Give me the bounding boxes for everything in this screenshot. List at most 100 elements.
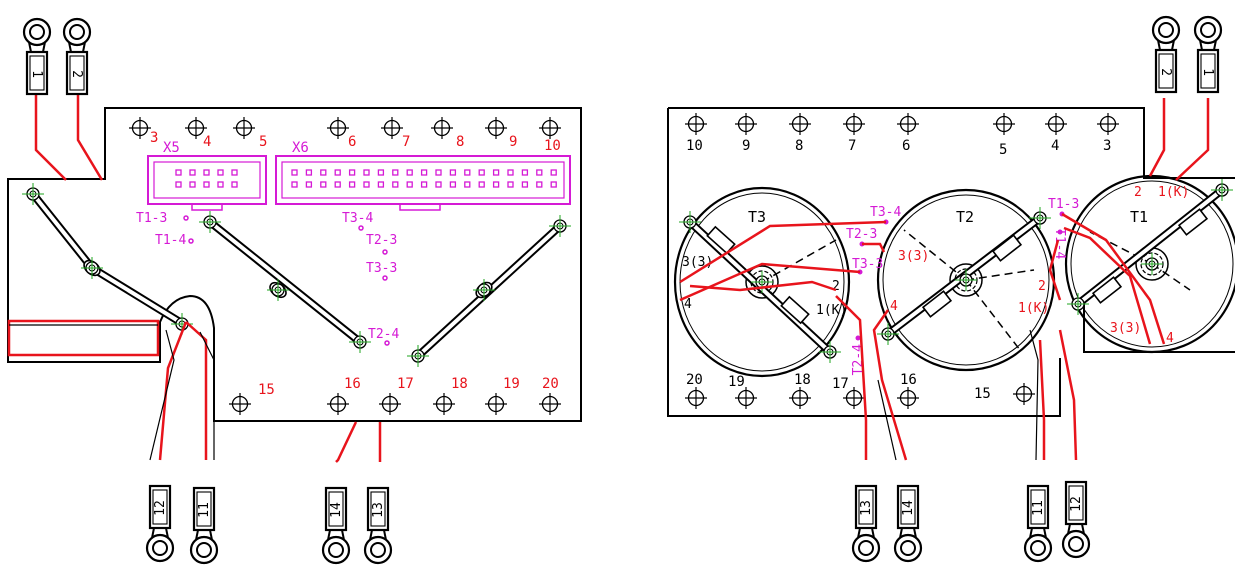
testpoint-t3-4-label: T3-4	[342, 211, 373, 226]
hole-label-18: 18	[451, 376, 468, 392]
lug-right-12: 12	[1061, 480, 1091, 559]
hole-label-6: 6	[902, 138, 910, 154]
hole-label-16: 16	[900, 372, 917, 388]
connector-pin	[334, 181, 341, 188]
connector-pin	[464, 181, 471, 188]
connector-pin	[305, 169, 313, 176]
connector-pin	[231, 181, 238, 188]
t1-winding-4: 4	[1166, 331, 1174, 346]
connector-pin	[363, 181, 370, 188]
left-board: X5 X6 3 4 5 6 7 8 9 10 15 16 17 18 19 20…	[7, 17, 582, 565]
connector-pin	[392, 181, 399, 188]
hole-label-3: 3	[1103, 138, 1111, 154]
hole-label-8: 8	[456, 134, 464, 150]
transformer-t3-label: T3	[748, 208, 766, 226]
connector-pin	[449, 181, 457, 188]
hole-label-16: 16	[344, 376, 361, 392]
t1-winding-1k: 1(K)	[1158, 185, 1189, 200]
t2-winding-4: 4	[890, 299, 898, 314]
t1-winding-3: 3(3)	[1110, 321, 1141, 336]
hole-label-5: 5	[999, 142, 1007, 158]
transformer-t2-label: T2	[956, 208, 974, 226]
connector-pin	[392, 169, 399, 176]
connector-pin	[492, 181, 500, 188]
hole-label-19: 19	[503, 376, 520, 392]
hole-label-18: 18	[794, 372, 811, 388]
testpoint-t1-3-label: T1-3	[136, 211, 167, 226]
lug-label: 1	[29, 70, 44, 78]
hole-label-4: 4	[203, 134, 211, 150]
left-red-block	[7, 319, 160, 357]
connector-pin	[435, 169, 442, 176]
connector-x5	[147, 155, 267, 211]
connector-pin	[521, 181, 529, 188]
lug-right-2: 2	[1151, 15, 1181, 94]
connector-pin	[217, 169, 224, 176]
lug-label: 2	[1158, 68, 1173, 76]
testpoint-t3-3-label: T3-3	[366, 261, 397, 276]
transformer-t1-label: T1	[1130, 208, 1148, 226]
lead-strip-b	[207, 218, 363, 346]
connector-pin	[478, 181, 485, 188]
connector-pin	[320, 169, 327, 176]
lug-label: 11	[197, 502, 212, 518]
t3-winding-4: 4	[684, 297, 692, 312]
connector-pin	[305, 181, 313, 188]
t2-winding-3: 3(3)	[898, 249, 929, 264]
hole-label-20: 20	[542, 376, 559, 392]
connector-pin	[464, 169, 471, 176]
connector-pin	[435, 181, 442, 188]
t2-winding-2: 2	[1038, 279, 1046, 294]
x5-pins	[175, 169, 238, 188]
connector-pin	[536, 181, 543, 188]
connector-pin	[406, 181, 413, 188]
connector-x6-label: X6	[292, 140, 309, 156]
connector-pin	[478, 169, 485, 176]
testpoint-t2-3-label: T2-3	[846, 227, 877, 242]
hole-label-19: 19	[728, 374, 745, 390]
hole-label-15: 15	[974, 386, 991, 402]
hole-label-4: 4	[1051, 138, 1059, 154]
connector-pin	[536, 169, 543, 176]
connector-pin	[550, 181, 557, 188]
hole-label-17: 17	[832, 376, 849, 392]
lug-right-11: 11	[1023, 484, 1053, 563]
t1-winding-2: 2	[1134, 185, 1142, 200]
lug-label: 1	[1200, 68, 1215, 76]
lug-label: 2	[69, 70, 84, 78]
connector-pin	[377, 181, 385, 188]
lug-left-1: 1	[22, 17, 52, 96]
hole-label-3: 3	[150, 130, 158, 146]
testpoint-t3-4-label: T3-4	[870, 205, 901, 220]
testpoint-t3-3-label: T3-3	[852, 257, 883, 272]
lug-label: 13	[859, 500, 874, 516]
t3-winding-1k: 1(K)	[816, 303, 847, 318]
lug-left-2: 2	[62, 17, 92, 96]
lug-left-11: 11	[189, 486, 219, 565]
lug-right-1: 1	[1193, 15, 1223, 94]
connector-pin	[334, 169, 341, 176]
hole-label-9: 9	[742, 138, 750, 154]
testpoint-t2-4-label: T2-4	[368, 327, 399, 342]
connector-pin	[420, 169, 428, 176]
lug-left-13: 13	[363, 486, 393, 565]
connector-pin	[320, 181, 327, 188]
connector-pin	[189, 181, 196, 188]
connector-pin	[363, 169, 370, 176]
hole-label-20: 20	[686, 372, 703, 388]
connector-pin	[203, 181, 210, 188]
connector-x6	[275, 155, 571, 211]
connector-pin	[377, 169, 385, 176]
right-wires-black	[877, 329, 1039, 461]
lug-right-13: 13	[851, 484, 881, 563]
connector-pin	[406, 169, 413, 176]
connector-pin	[189, 169, 196, 176]
lug-right-14: 14	[893, 484, 923, 563]
connector-pin	[507, 181, 514, 188]
connector-pin	[492, 169, 500, 176]
right-wires	[679, 98, 1210, 461]
lug-label: 14	[329, 502, 344, 518]
connector-pin	[291, 181, 298, 188]
